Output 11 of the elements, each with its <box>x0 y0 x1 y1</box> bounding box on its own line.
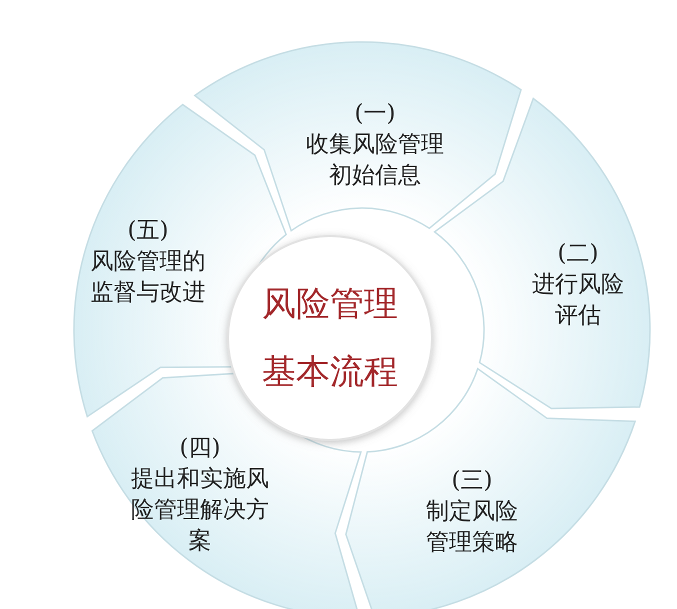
step-label: 风险管理的监督与改进 <box>90 247 206 308</box>
step-number: (二) <box>556 239 600 268</box>
step-label: 制定风险管理策略 <box>425 497 519 558</box>
step-number: (五) <box>126 216 170 246</box>
step-number: (四) <box>178 434 222 463</box>
step-label: 收集风险管理初始信息 <box>305 130 445 191</box>
step-number: (三) <box>450 466 494 496</box>
step-number: (一) <box>354 99 396 128</box>
center-title: 风险管理基本流程 <box>261 283 399 394</box>
step-label: 进行风险评估 <box>531 270 625 331</box>
step-label: 提出和实施风险管理解决方案 <box>130 464 270 556</box>
